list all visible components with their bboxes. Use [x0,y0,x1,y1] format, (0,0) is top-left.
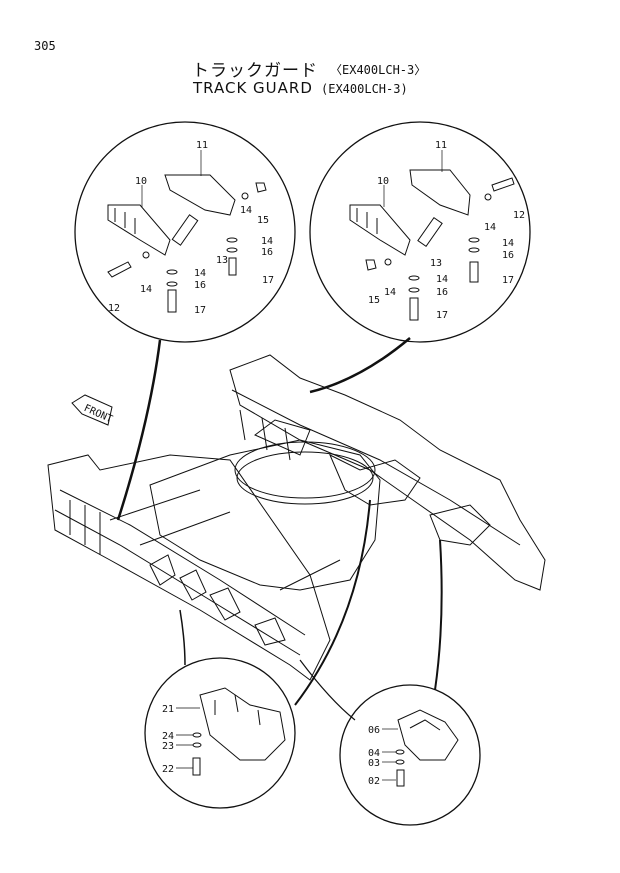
callout-b-16-low: 16 [436,287,448,298]
front-arrow-label: FRONT [82,403,114,425]
page-number: 305 [34,39,56,53]
callouts-detail-c: 21 24 23 22 [162,704,200,775]
callout-b-14-top: 14 [484,222,496,233]
callouts-detail-d: 06 04 03 02 [368,725,398,787]
detail-connector-lines [116,337,443,721]
track-frame-drawing [47,354,546,681]
callout-b-14-low: 14 [436,274,448,285]
callout-b-11: 11 [435,140,447,151]
front-direction-arrow: FRONT [71,394,114,426]
callout-a-17-low: 17 [194,305,206,316]
callout-c-22: 22 [162,764,174,775]
title-english: TRACK GUARD [193,79,313,97]
callout-b-17-right: 17 [502,275,514,286]
callout-a-10: 10 [135,176,147,187]
model-japanese: 〈EX400LCH-3〉 [330,63,427,77]
callout-a-14-low: 14 [194,268,206,279]
model-english: (EX400LCH-3) [321,82,408,96]
callout-a-14-top: 14 [240,205,252,216]
callout-d-02: 02 [368,776,380,787]
callout-a-16-right: 16 [261,247,273,258]
detail-circle-c [144,657,296,809]
callout-a-12: 12 [108,303,120,314]
callout-a-11: 11 [196,140,208,151]
callout-b-15: 15 [368,295,380,306]
callout-c-23: 23 [162,741,174,752]
callout-b-16-right: 16 [502,250,514,261]
callout-a-15: 15 [257,215,269,226]
callouts-detail-b: 11 10 12 14 14 16 13 15 14 14 16 17 17 [368,140,525,321]
callout-b-14-left: 14 [384,287,396,298]
callout-a-17-right: 17 [262,275,274,286]
callout-b-12: 12 [513,210,525,221]
callouts-detail-a: 11 10 15 14 14 16 13 14 16 12 14 17 17 [108,140,274,316]
detail-circle-a [74,121,296,343]
callout-a-13: 13 [216,255,228,266]
callout-a-16-low: 16 [194,280,206,291]
callout-a-14-left: 14 [140,284,152,295]
callout-d-04: 04 [368,748,380,759]
callout-b-14-mid: 14 [502,238,514,249]
callout-a-14-mid: 14 [261,236,273,247]
callout-b-10: 10 [377,176,389,187]
callout-c-24: 24 [162,731,174,742]
detail-circle-d [339,684,481,826]
callout-d-06: 06 [368,725,380,736]
callout-b-17-low: 17 [436,310,448,321]
detail-circle-b [309,121,531,343]
callout-c-21: 21 [162,704,174,715]
title-japanese: トラックガード [192,61,318,81]
callout-b-13: 13 [430,258,442,269]
callout-d-03: 03 [368,758,380,769]
